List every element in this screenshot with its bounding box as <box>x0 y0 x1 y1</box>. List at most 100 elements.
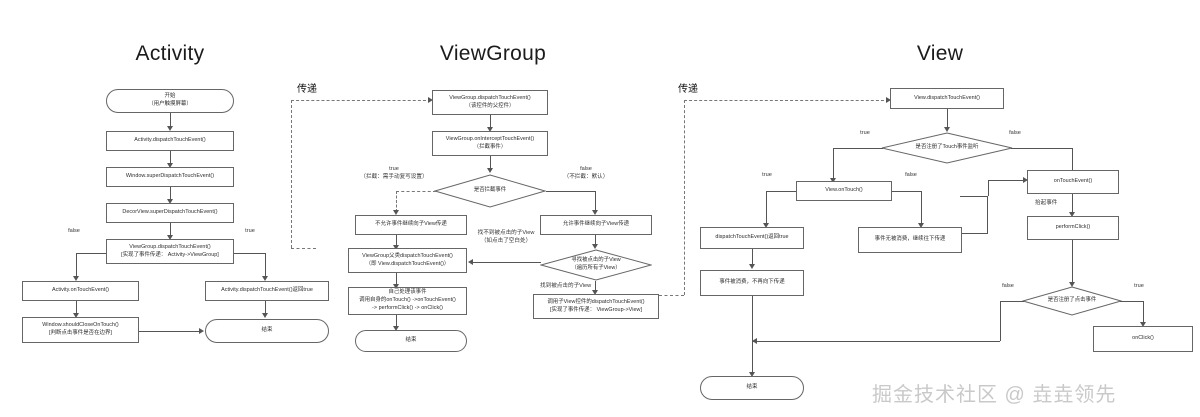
arrow-dashed-to-view <box>886 96 891 103</box>
edge-intercept-to-decision <box>490 156 491 170</box>
arrow-super-to-selfhandle <box>392 284 399 289</box>
dashed-intercept-true-h <box>396 191 436 192</box>
edge-shouldclose-to-end <box>139 331 199 332</box>
column-title-viewgroup: ViewGroup <box>439 42 547 65</box>
view-onclick-node: onClick() <box>1093 326 1193 352</box>
arrow-intercept-true-down <box>392 210 399 215</box>
arrow-ontouch-true-down <box>762 223 769 228</box>
arrow-nopass-to-super <box>392 245 399 250</box>
edge-notconsumed-up-v <box>987 196 988 233</box>
edge-vg-false-h <box>76 253 106 254</box>
edge-ontouch-true-h <box>766 191 796 192</box>
activity-start-node: 开始 （用户触摸屏幕） <box>106 89 234 113</box>
view-touch-listener-decision: 是否注册了Touch事件监听 <box>881 132 1013 164</box>
viewgroup-super-dispatch-node: ViewGroup父类dispatchTouchEvent() （即 View.… <box>348 248 467 273</box>
view-consumed-node: 事件被消费，不再向下传递 <box>700 270 804 296</box>
edge-vg-true-v <box>265 253 266 278</box>
edge-label-intercept-true: true <box>389 166 399 172</box>
view-ontouch-node: View.onTouch() <box>796 181 892 201</box>
edge-notfound-h <box>473 262 541 263</box>
edge-listener-true-h <box>833 148 883 149</box>
edge-notconsumed-right-h <box>962 233 988 234</box>
arrow-allowpass-to-find <box>591 244 598 249</box>
edge-label-intercept-true-sub: （拦截：需手动复写设置） <box>360 174 428 180</box>
arrow-notconsumed-into-ontouchevent <box>1023 176 1028 183</box>
edge-notconsumed-enter-v <box>988 180 989 196</box>
dashed-vg-h-top <box>291 100 431 101</box>
edge-returntrue-to-consumed <box>752 249 753 266</box>
dashed-vg-v <box>291 100 292 248</box>
arrow-viewdispatch-to-decision <box>943 127 950 132</box>
arrow-listener-true-down <box>829 178 836 183</box>
flow-label-pass-to-view: 传递 <box>678 84 698 95</box>
dashed-view-h-bottom <box>659 295 684 296</box>
edge-click-false-h <box>1000 301 1024 302</box>
arrow-consumed-to-end <box>748 372 755 377</box>
arrow-returntrue-to-consumed <box>748 264 755 269</box>
edge-ontouch-to-shouldclose <box>76 301 77 315</box>
arrow-performclick-to-decision <box>1068 282 1075 287</box>
viewgroup-self-handle-node: 自己处理该事件 调用自身的onTouch() ->onTouchEvent() … <box>348 287 467 315</box>
edge-dispatch-to-window <box>170 151 171 165</box>
arrow-intercept-to-decision <box>486 168 493 173</box>
viewgroup-find-child-decision-label: 寻找被点击的子View （遍历所有子View） <box>571 257 621 271</box>
edge-label-child-found: 找到被点击的子View <box>540 283 592 289</box>
activity-window-super-node: Window.superDispatchTouchEvent() <box>106 167 234 187</box>
edge-performclick-to-decision <box>1072 240 1073 284</box>
edge-consumed-to-end <box>752 296 753 374</box>
edge-click-true-h <box>1120 301 1144 302</box>
edge-vgdispatch-to-intercept <box>490 115 491 129</box>
edge-label-ontouch-true: true <box>762 172 772 178</box>
arrow-intercept-false-down <box>591 210 598 215</box>
watermark-text: 掘金技术社区 @ 垚垚领先 <box>872 384 1117 406</box>
viewgroup-allow-pass-node: 允许事件继续向子View传递 <box>540 215 652 235</box>
edge-listener-false-v <box>1072 148 1073 178</box>
diamond-shape-icon <box>540 249 652 281</box>
edge-label-activity-false: false <box>68 228 80 234</box>
edge-click-true-v <box>1143 301 1144 325</box>
edge-ontouch-false-v <box>921 191 922 225</box>
dashed-view-v <box>684 100 685 295</box>
viewgroup-intercept-decision: 是否拦截事件 <box>434 174 546 208</box>
activity-dispatch-node: Activity.dispatchTouchEvent() <box>106 131 234 151</box>
arrow-shouldclose-to-end <box>199 327 204 334</box>
edge-decor-to-vgdispatch <box>170 223 171 237</box>
viewgroup-intercept-decision-label: 是否拦截事件 <box>473 187 507 194</box>
arrow-selfhandle-to-end <box>392 326 399 331</box>
viewgroup-end-node: 结束 <box>355 330 467 352</box>
arrow-click-false-merge <box>752 337 757 344</box>
edge-notconsumed-enter-h <box>988 180 1024 181</box>
viewgroup-find-child-decision: 寻找被点击的子View （遍历所有子View） <box>540 249 652 281</box>
edge-viewdispatch-to-decision <box>947 109 948 129</box>
arrow-notfound-to-super <box>468 258 473 265</box>
arrow-ontouch-to-shouldclose <box>72 313 79 318</box>
diamond-shape-icon <box>881 132 1013 164</box>
edge-nopass-to-super <box>396 235 397 247</box>
edge-ontouch-false-h <box>892 191 922 192</box>
arrow-dashed-to-viewgroup <box>428 96 433 103</box>
arrow-window-to-decor <box>166 199 173 204</box>
activity-viewgroup-dispatch-node: ViewGroup.dispatchTouchEvent() [实现了事件传递：… <box>106 239 234 264</box>
arrow-found-down <box>591 290 598 295</box>
edge-ontouch-true-v <box>766 191 767 225</box>
view-click-listener-decision-label: 是否注册了点击事件 <box>1047 297 1097 304</box>
edge-ontouchevent-to-performclick <box>1072 194 1073 214</box>
edge-super-to-selfhandle <box>396 273 397 286</box>
edge-vg-true-h <box>234 253 266 254</box>
column-title-activity: Activity <box>135 42 205 65</box>
view-not-consumed-node: 事件无被消费，继续往下传递 <box>858 227 962 253</box>
activity-decor-super-node: DecorView.superDispatchTouchEvent() <box>106 203 234 223</box>
edge-window-to-decor <box>170 187 171 201</box>
edge-vg-false-v <box>76 253 77 278</box>
view-click-listener-decision: 是否注册了点击事件 <box>1022 286 1122 316</box>
edge-start-to-dispatch <box>170 113 171 128</box>
view-end-node: 结束 <box>700 376 804 400</box>
arrow-vgdispatch-to-intercept <box>486 127 493 132</box>
flow-label-pass-to-viewgroup: 传递 <box>297 84 317 95</box>
diamond-shape-icon <box>434 174 546 208</box>
edge-click-false-v <box>1000 301 1001 341</box>
arrow-click-true-down <box>1139 322 1146 327</box>
viewgroup-call-child-dispatch-node: 调用子View控件的dispatchTouchEvent() [实现了事件传递：… <box>533 294 659 319</box>
edge-label-activity-true: true <box>245 228 255 234</box>
